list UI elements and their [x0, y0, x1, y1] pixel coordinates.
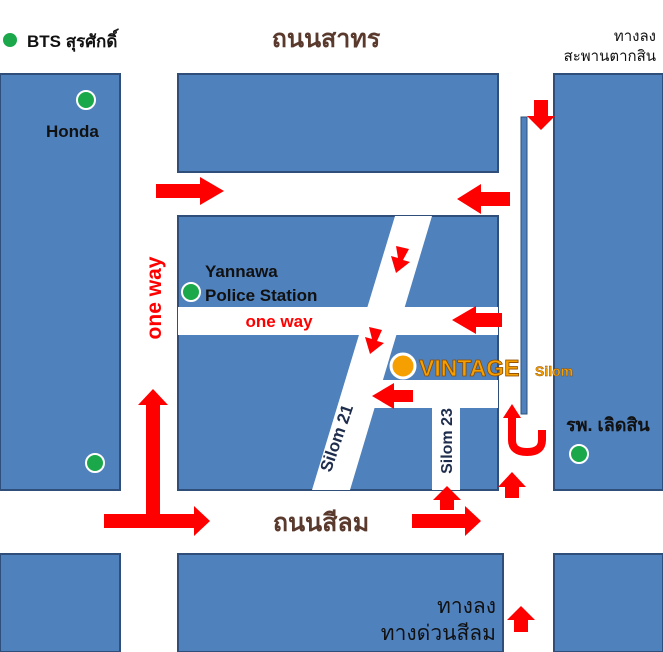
- arrow-right-silom-east: [412, 506, 481, 536]
- honda-marker: [76, 90, 96, 110]
- honda-label: Honda: [46, 122, 99, 141]
- u-turn-arrowhead: [503, 404, 521, 418]
- exit-silom-line1: ทางลง: [437, 595, 496, 618]
- bts-station-marker: [85, 453, 105, 473]
- vintage-suffix-label: Silom: [535, 363, 573, 379]
- direction-arrows: [104, 100, 555, 632]
- arrow-up-silom-east: [498, 472, 526, 498]
- one-way-label-horizontal: one way: [245, 312, 313, 331]
- block-top-right: [553, 73, 663, 491]
- u-turn-icon: [508, 418, 546, 457]
- road-label-silom: ถนนสีลม: [273, 509, 369, 537]
- block-top-left: [0, 73, 121, 491]
- arrow-left-vintage-lane: [372, 383, 413, 409]
- bts-legend-label: BTS สุรศักดิ์: [27, 28, 119, 52]
- exit-silom-line2: ทางด่วนสีลม: [381, 622, 496, 645]
- arrow-down-right-ramp: [527, 100, 555, 130]
- arrow-diagonal-down-2: [365, 327, 384, 354]
- arrow-right-silom-west: [104, 506, 210, 536]
- police-label-line2: Police Station: [205, 286, 317, 305]
- police-label-line1: Yannawa: [205, 262, 278, 281]
- block-top-middle: [177, 73, 499, 173]
- exit-taksin-line1: ทางลง: [614, 28, 656, 45]
- block-bottom-middle: [177, 553, 504, 652]
- block-bottom-left: [0, 553, 121, 652]
- exit-taksin-line2: สะพานตากสิน: [564, 48, 656, 65]
- arrow-up-vertical-one-way: [138, 389, 168, 522]
- block-bottom-right: [553, 553, 663, 652]
- road-label-sathorn: ถนนสาทร: [272, 25, 381, 53]
- hospital-label: รพ. เลิดสิน: [566, 415, 650, 435]
- arrow-right-upper-street: [156, 177, 224, 205]
- vintage-name-label: VINTAGE: [419, 355, 520, 381]
- one-way-label-vertical: one way: [143, 256, 166, 339]
- arrow-left-upper-street: [457, 184, 510, 214]
- expressway-ramp: [520, 116, 528, 415]
- soi-silom-23-label: Silom 23: [439, 408, 456, 474]
- arrow-diagonal-down-1: [391, 246, 410, 273]
- arrow-left-middle-street: [452, 306, 502, 334]
- city-blocks: [0, 73, 663, 652]
- street-silom-21: [312, 216, 432, 490]
- arrow-up-expressway: [507, 606, 535, 632]
- bts-legend-marker: [1, 31, 19, 49]
- green-markers: [1, 31, 589, 473]
- street-one-way-inner: [178, 307, 498, 335]
- street-silom-23: [432, 396, 460, 490]
- arrow-up-silom-23: [433, 486, 461, 510]
- vintage-marker: [389, 352, 417, 380]
- police-station-marker: [181, 282, 201, 302]
- hospital-marker: [569, 444, 589, 464]
